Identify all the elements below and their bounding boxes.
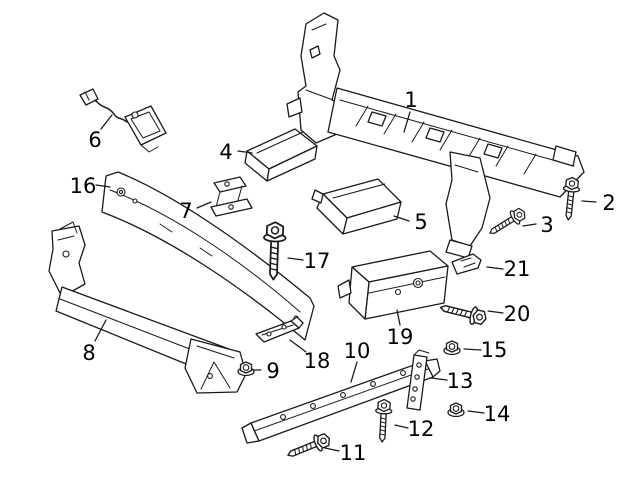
leader-4: [237, 150, 253, 154]
leader-12: [394, 424, 409, 429]
callout-12: 12: [408, 417, 435, 441]
callout-4: 4: [219, 140, 232, 164]
leader-20: [487, 310, 504, 314]
leader-14: [467, 410, 485, 414]
callout-1: 1: [404, 88, 417, 112]
callout-16: 16: [70, 174, 97, 198]
nut-15: [443, 340, 461, 356]
leader-2: [581, 200, 597, 203]
part-bumper-reinforcement-bar: [101, 171, 315, 341]
leader-1: [403, 111, 411, 133]
leader-18: [289, 339, 307, 353]
leader-21: [486, 266, 504, 270]
bolt-3: [485, 204, 529, 241]
part-side-bracket: [311, 178, 402, 235]
callout-21: 21: [504, 257, 531, 281]
callout-20: 20: [504, 302, 531, 326]
leader-7: [196, 201, 212, 209]
part-clip: [451, 253, 482, 275]
leader-6: [100, 114, 113, 130]
part-upper-cover-bracket: [244, 128, 318, 182]
part-side-strip: [406, 349, 430, 411]
leader-5: [393, 215, 410, 222]
leader-8: [94, 319, 107, 342]
bolt-12: [373, 398, 393, 444]
callout-17: 17: [304, 249, 331, 273]
callout-13: 13: [447, 369, 474, 393]
callout-2: 2: [602, 191, 615, 215]
part-mounting-bracket: [337, 250, 449, 320]
part-plate-bracket: [255, 316, 304, 343]
callout-11: 11: [340, 441, 367, 465]
bolt-20: [437, 298, 489, 328]
callout-10: 10: [344, 339, 371, 363]
part-retainer-bracket: [210, 176, 253, 217]
callout-9: 9: [266, 359, 279, 383]
leader-17: [287, 257, 304, 261]
callout-15: 15: [481, 338, 508, 362]
nut-9: [237, 361, 255, 377]
part-lower-reinforcement-bar: [241, 358, 441, 444]
leader-13: [430, 377, 448, 381]
part-lower-support-bracket: [48, 221, 247, 394]
callout-14: 14: [484, 402, 511, 426]
leader-3: [522, 223, 537, 227]
leader-16: [95, 184, 111, 188]
bolt-11: [284, 429, 334, 464]
callout-19: 19: [387, 325, 414, 349]
callout-6: 6: [88, 128, 101, 152]
leader-10: [350, 361, 358, 383]
callouts: 1 2 3 4 5 6 7 8 9 10 11 12 13 14 15 16 1…: [70, 88, 616, 465]
nut-14: [447, 402, 465, 418]
callout-7: 7: [179, 199, 192, 223]
part-ambient-sensor: [79, 88, 167, 153]
leader-11: [324, 447, 340, 452]
callout-8: 8: [82, 341, 95, 365]
callout-3: 3: [540, 213, 553, 237]
callout-5: 5: [414, 210, 427, 234]
callout-18: 18: [304, 349, 331, 373]
leader-15: [463, 348, 482, 351]
leader-lines: [94, 111, 597, 452]
leader-19: [396, 309, 401, 326]
part-radiator-support-tie-bar: [286, 12, 585, 259]
